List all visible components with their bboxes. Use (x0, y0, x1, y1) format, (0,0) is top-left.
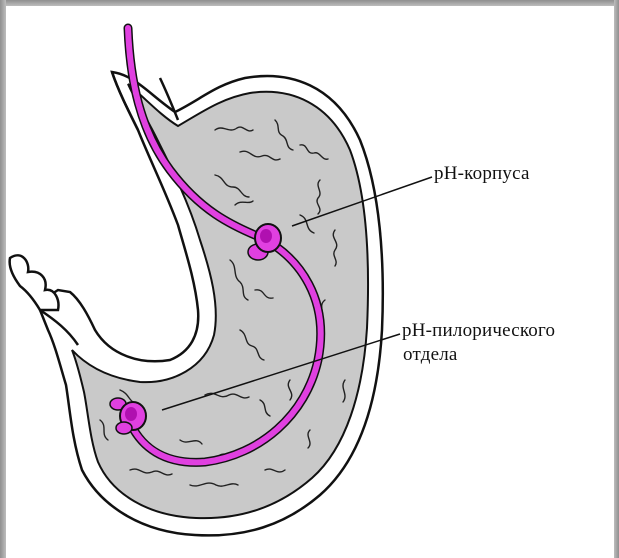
pyloric-ph-label: pH-пилорического (402, 320, 555, 342)
duodenum (10, 255, 59, 310)
pyloric-ph-label-line2: отдела (403, 344, 458, 366)
corpus-ph-label: pH-корпуса (434, 163, 530, 185)
